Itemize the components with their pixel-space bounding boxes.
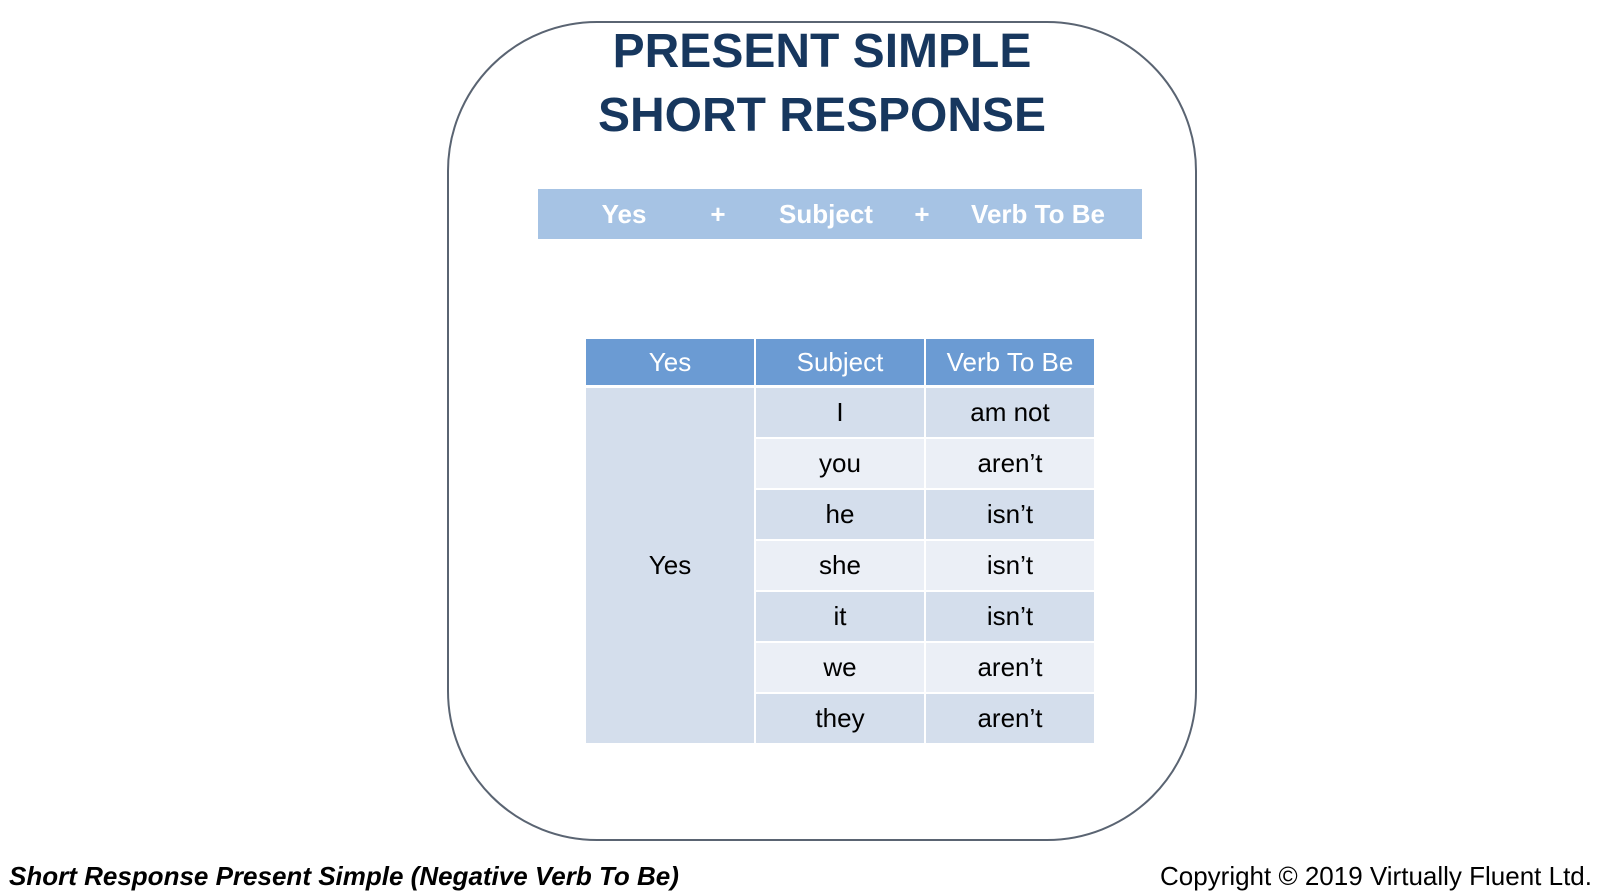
table-row: it isn’t xyxy=(586,591,1094,643)
page-title-line-2: SHORT RESPONSE xyxy=(597,89,1047,142)
verb-cell: isn’t xyxy=(925,540,1094,592)
yes-merged-cell: Yes xyxy=(586,386,756,745)
verb-cell: aren’t xyxy=(925,642,1094,694)
verb-cell: am not xyxy=(925,386,1094,439)
verb-cell: aren’t xyxy=(925,693,1094,745)
table-row: Yes I am not xyxy=(586,386,1094,745)
table-header-row: Yes Subject Verb To Be xyxy=(586,339,1094,388)
formula-plus-2: + xyxy=(914,199,930,229)
subject-cell: I xyxy=(755,386,926,439)
table-row: he isn’t xyxy=(586,489,1094,541)
subject-cell: he xyxy=(755,489,926,541)
subject-cell: it xyxy=(755,591,926,643)
table-row: they aren’t xyxy=(586,693,1094,745)
verb-cell: isn’t xyxy=(925,591,1094,643)
formula-bar: Yes + Subject + Verb To Be xyxy=(538,189,1142,239)
verb-cell: aren’t xyxy=(925,438,1094,490)
formula-plus-1: + xyxy=(710,199,726,229)
subject-cell: she xyxy=(755,540,926,592)
page-title-line-1: PRESENT SIMPLE xyxy=(612,25,1032,78)
conjugation-table: Yes Subject Verb To Be Yes I am not you … xyxy=(586,339,1094,745)
formula-verb-to-be: Verb To Be xyxy=(971,199,1105,229)
table-row: you aren’t xyxy=(586,438,1094,490)
header-yes: Yes xyxy=(586,339,756,388)
subject-cell: we xyxy=(755,642,926,694)
subject-cell: they xyxy=(755,693,926,745)
header-verb-to-be: Verb To Be xyxy=(925,339,1094,388)
footer-caption: Short Response Present Simple (Negative … xyxy=(9,861,679,891)
formula-subject: Subject xyxy=(779,199,873,229)
subject-cell: you xyxy=(755,438,926,490)
header-subject: Subject xyxy=(755,339,926,388)
table-row: she isn’t xyxy=(586,540,1094,592)
formula-yes: Yes xyxy=(601,199,647,229)
verb-cell: isn’t xyxy=(925,489,1094,541)
footer-copyright: Copyright © 2019 Virtually Fluent Ltd. xyxy=(1159,861,1592,891)
table-row: we aren’t xyxy=(586,642,1094,694)
